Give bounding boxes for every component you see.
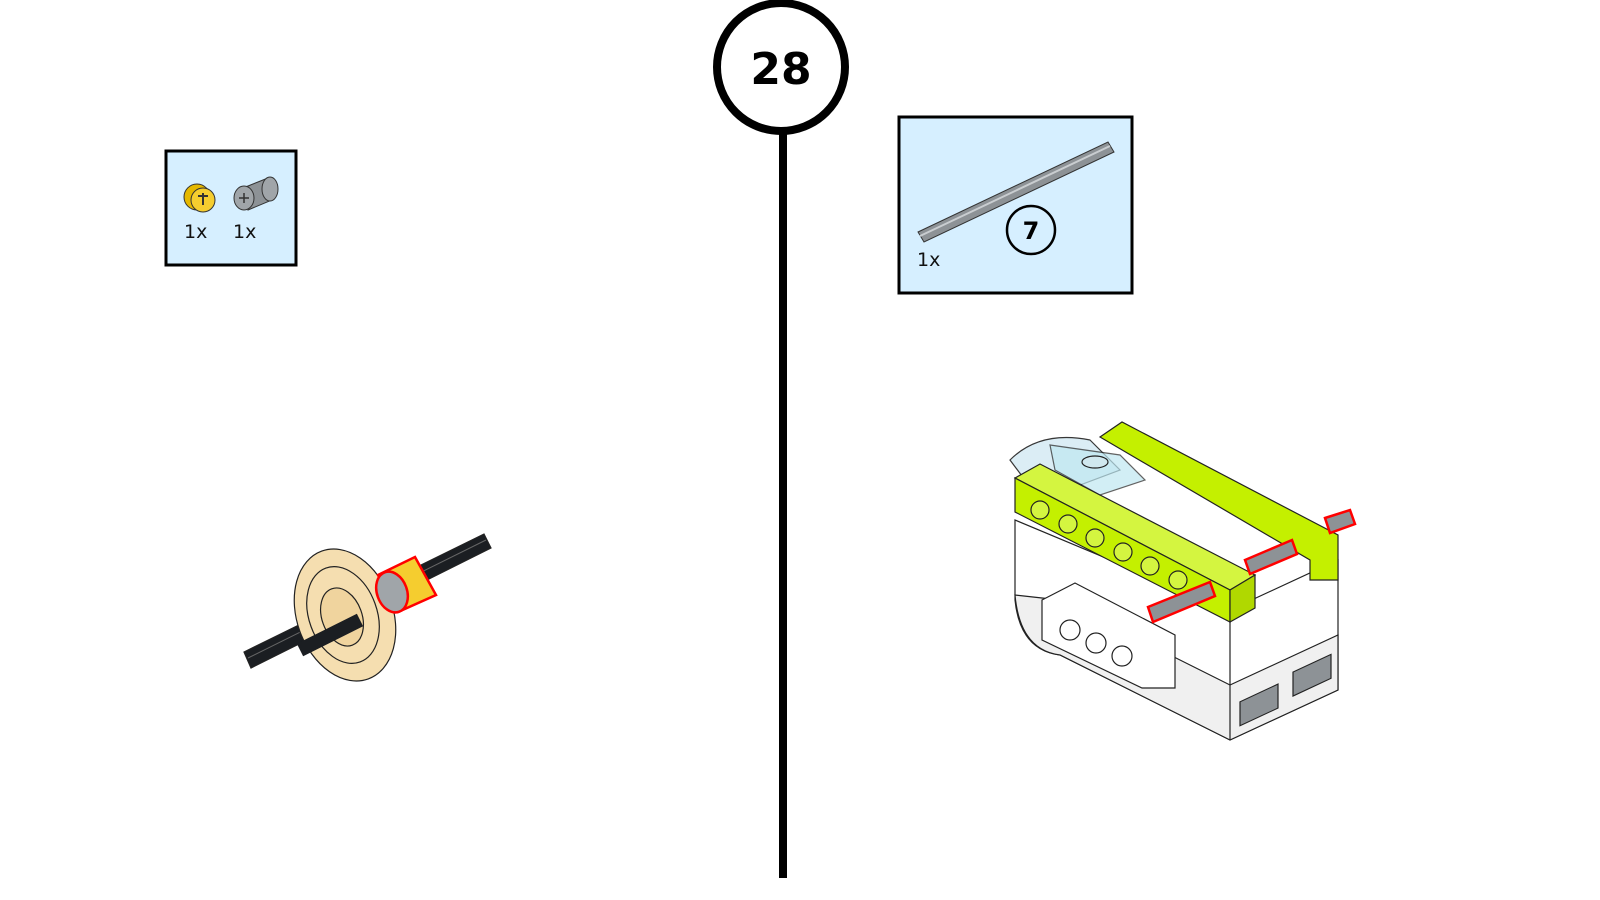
axle-length: 7: [1023, 217, 1040, 245]
axle-icon: [917, 141, 1115, 243]
yellow-bush-icon: [183, 183, 216, 213]
length-indicator-circle: [1005, 204, 1057, 256]
highlighted-axles: [1146, 508, 1357, 624]
step-number-badge: 28: [713, 0, 849, 135]
highlighted-bush-connector: [374, 555, 438, 614]
white-liftarm: [1041, 582, 1176, 689]
lime-beam-front: [1013, 463, 1257, 624]
part-quantity: 1x: [184, 221, 207, 243]
left-parts-callout: 1x 1x: [164, 149, 298, 267]
gray-ports: [1239, 653, 1332, 727]
gear-axle-subassembly: [243, 533, 492, 682]
step-number: 28: [750, 44, 811, 95]
right-parts-callout: 7 1x: [897, 115, 1134, 295]
part-quantity: 1x: [233, 221, 256, 243]
part-quantity: 1x: [917, 249, 940, 271]
lime-beam-back: [1098, 421, 1339, 581]
axle-connector-icon: [233, 176, 279, 211]
robot-model-assembly: [1009, 421, 1357, 741]
